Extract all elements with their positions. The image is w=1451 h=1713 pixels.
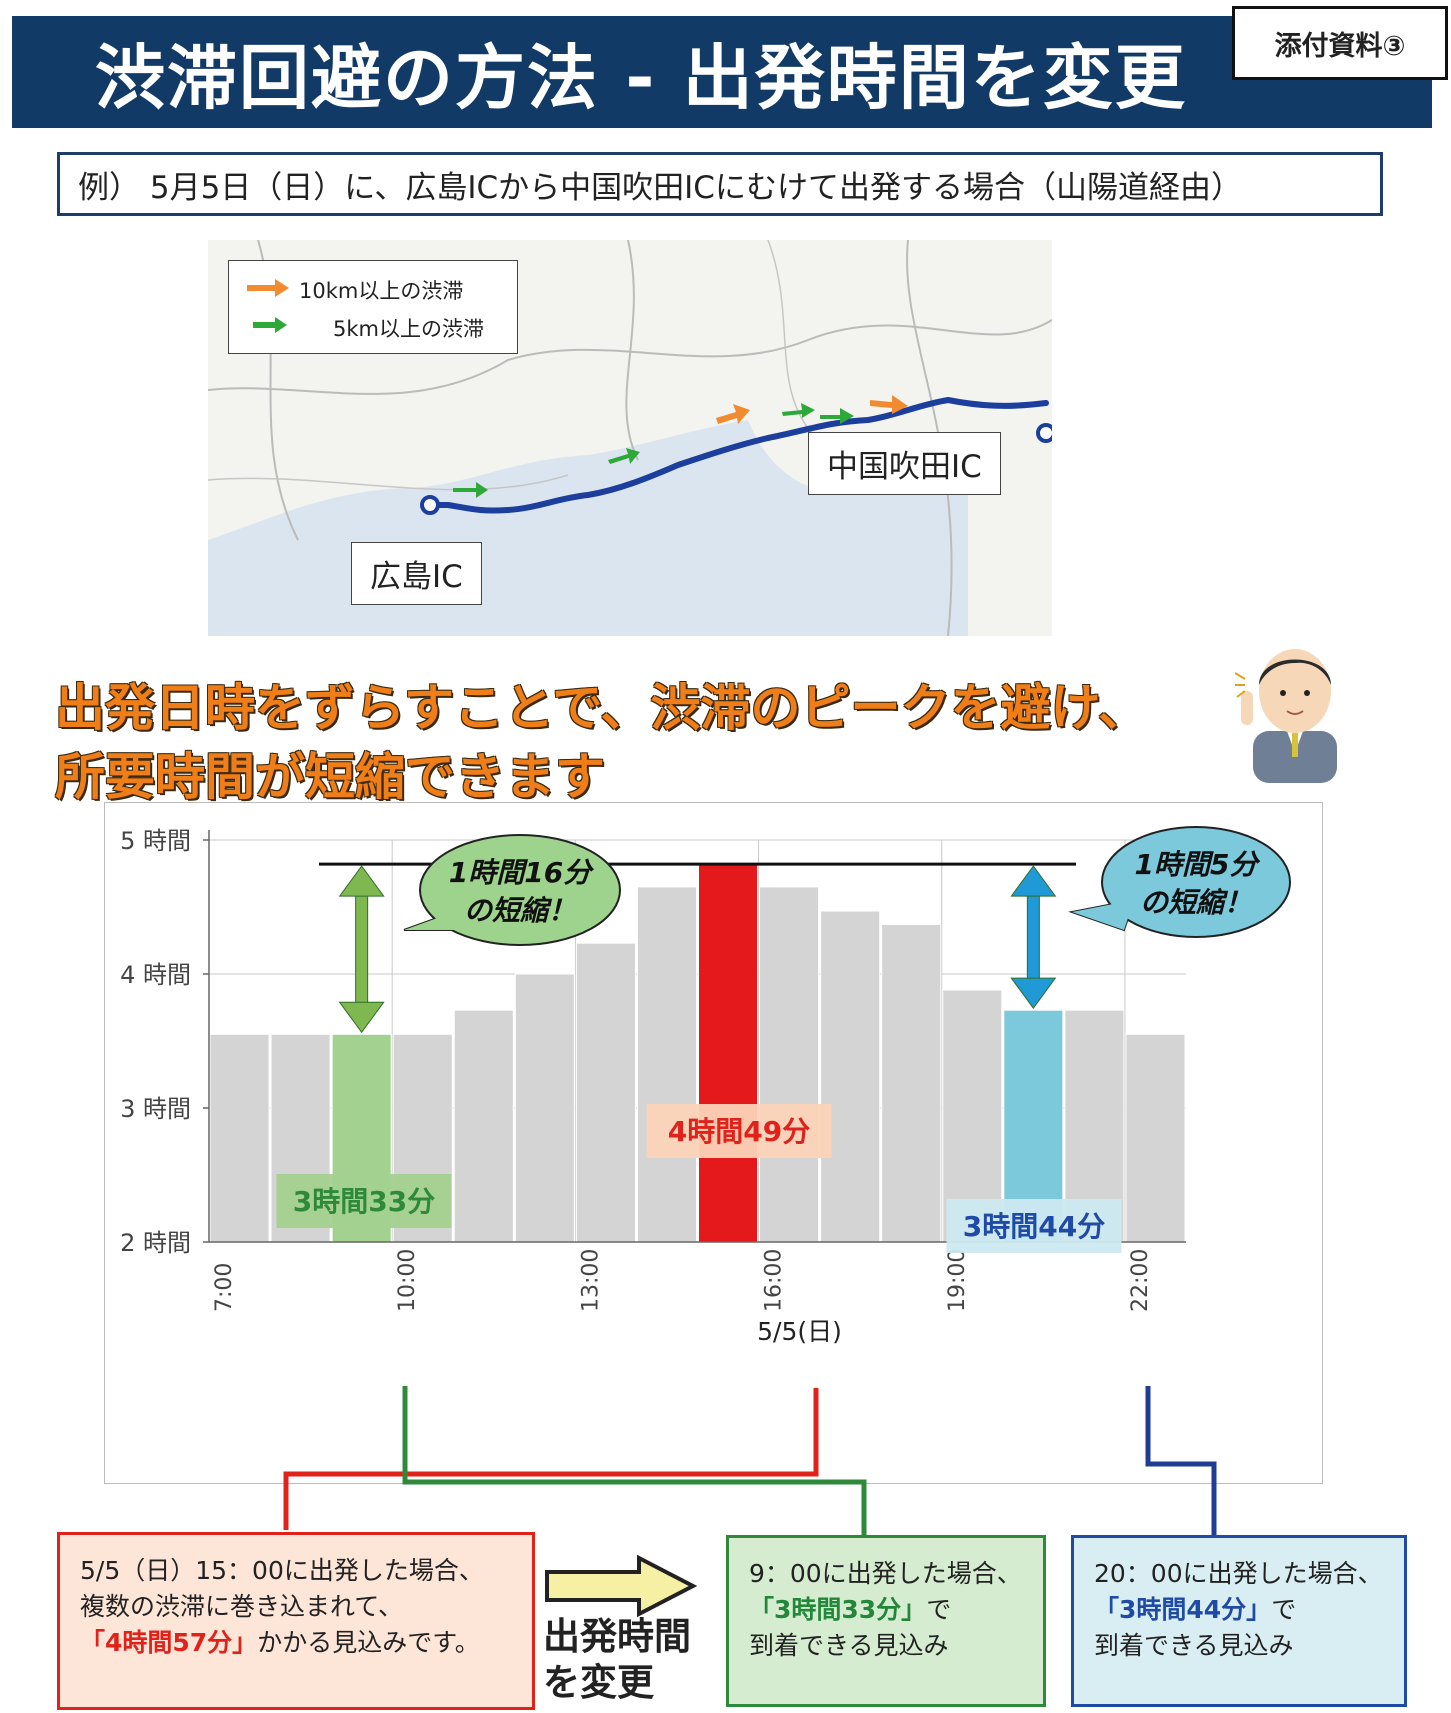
callout-9am-tail-fill (404, 912, 474, 930)
bar-1600 (759, 886, 820, 1243)
jam-arrow-5km (453, 482, 488, 498)
connector-lines (283, 1386, 1217, 1535)
value-label-bg (646, 1104, 832, 1158)
orange-arrow-icon (247, 279, 289, 297)
businessman-pointing-icon (1235, 649, 1337, 783)
travel-time-chart: 5 時間 4 時間 3 時間 2 時間 7:00 10:00 13:00 16:00 19:00… (120, 826, 1291, 1346)
green-arrow-icon (253, 317, 287, 333)
right-arrow-icon (545, 1554, 698, 1618)
x-axis-label: 5/5(日) (757, 1317, 842, 1346)
peak-duration: 「4時間57分」 (80, 1628, 258, 1657)
attachment-tag: 添付資料③ (1232, 6, 1448, 80)
legend-label-5km: 5km以上の渋滞 (333, 317, 484, 341)
info-box-9am: 9：00に出発した場合、 「3時間33分」で 到着できる見込み (726, 1535, 1046, 1707)
change-line-1: 出発時間 (543, 1615, 691, 1658)
title-bar (12, 16, 1432, 128)
bar-2200 (1125, 1033, 1186, 1243)
callout-9am-line-1: 1時間16分 (449, 856, 594, 889)
blue-duration: 「3時間44分」 (1094, 1595, 1272, 1624)
info-box-8pm: 20：00に出発した場合、 「3時間44分」で 到着できる見込み (1071, 1535, 1407, 1707)
change-line-2: を変更 (543, 1661, 654, 1704)
shortening-arrow-8pm-head-up (1010, 865, 1057, 897)
callout-8pm-line-2: の短縮！ (1140, 886, 1252, 919)
shortening-arrow-9am-shaft (355, 891, 369, 1007)
legend-label-10km: 10km以上の渋滞 (299, 279, 464, 303)
callout-9am-body (419, 834, 621, 946)
bar-1300 (575, 942, 636, 1243)
shortening-arrow-9am-head-up (338, 865, 385, 897)
shortening-arrow-8pm-head-down (1010, 977, 1057, 1010)
headline-line-1: 出発日時をずらすことで、渋滞のピークを避け、 (55, 679, 1148, 737)
connector-green (402, 1386, 867, 1535)
origin-label: 広島IC (351, 542, 482, 605)
route-line (427, 397, 1049, 514)
jam-arrow-5km (820, 408, 854, 424)
bar-700 (209, 1033, 270, 1243)
value-label: 3時間44分 (963, 1210, 1105, 1243)
bar-1200 (514, 973, 575, 1243)
jam-arrow-5km (782, 403, 815, 418)
connector-blue (1145, 1386, 1217, 1535)
callout-8pm-tail-fill (1072, 900, 1134, 930)
example-box: 例） 5月5日（日）に、広島ICから中国吹田ICにむけて出発する場合（山陽道経由… (57, 152, 1383, 216)
jam-arrow-5km (608, 448, 640, 464)
jam-arrow-10km (870, 395, 908, 414)
bar-1100 (453, 1009, 514, 1243)
shortening-arrow-8pm (1010, 865, 1057, 1010)
page-title: 渋滞回避の方法 - 出発時間を変更 (95, 37, 1187, 119)
blue-line-1: 20：00に出発した場合、 (1094, 1559, 1383, 1588)
congestion-arrows (453, 395, 908, 498)
x-tick-label: 7:00 (212, 1263, 237, 1312)
callout-8pm-line-1: 1時間5分 (1135, 848, 1261, 881)
y-tick-label: 3 時間 (120, 1095, 191, 1123)
bar-1800 (881, 923, 942, 1243)
connector-red (283, 1388, 819, 1530)
peak-line-1: 5/5（日）15：00に出発した場合、 (80, 1556, 484, 1585)
route-map: 10km以上の渋滞 5km以上の渋滞 広島IC 中国吹田IC (208, 240, 1052, 636)
change-departure-label: 出発時間 を変更 (543, 1614, 691, 1706)
example-text: 例） 5月5日（日）に、広島ICから中国吹田ICにむけて出発する場合（山陽道経由… (78, 169, 1242, 206)
y-tick-label: 4 時間 (120, 961, 191, 989)
bar-1500 (698, 863, 759, 1243)
green-line-3: 到着できる見込み (749, 1631, 949, 1660)
shortening-arrow-9am-head-down (338, 1001, 385, 1034)
blue-line-3: 到着できる見込み (1094, 1631, 1294, 1660)
bar-1400 (636, 886, 697, 1243)
destination-label: 中国吹田IC (808, 432, 1001, 495)
peak-line-3: かかる見込みです。 (257, 1628, 480, 1657)
shortening-arrow-9am (338, 865, 385, 1034)
destination-marker (1036, 423, 1052, 443)
callout-9am-line-2: の短縮！ (464, 894, 576, 927)
headline-line-2: 所要時間が短縮できます (55, 748, 605, 806)
x-tick-label: 22:00 (1128, 1249, 1153, 1312)
peak-line-2: 複数の渋滞に巻き込まれて、 (80, 1592, 404, 1621)
green-duration: 「3時間33分」 (749, 1595, 927, 1624)
bar-1700 (820, 910, 881, 1243)
value-label-bg (276, 1174, 452, 1228)
value-label-bg (946, 1199, 1122, 1253)
x-tick-label: 19:00 (945, 1249, 970, 1312)
callout-8pm-body (1101, 826, 1291, 938)
x-tick-label: 13:00 (578, 1249, 603, 1312)
y-tick-label: 2 時間 (120, 1229, 191, 1257)
info-box-peak: 5/5（日）15：00に出発した場合、 複数の渋滞に巻き込まれて、 「4時間57… (57, 1532, 535, 1710)
blue-line-2: で (1271, 1595, 1297, 1624)
map-legend: 10km以上の渋滞 5km以上の渋滞 (228, 260, 518, 354)
shortening-arrow-8pm-shaft (1026, 891, 1040, 983)
green-line-1: 9：00に出発した場合、 (749, 1559, 1022, 1588)
value-label: 4時間49分 (668, 1115, 810, 1148)
green-line-2: で (926, 1595, 952, 1624)
value-label: 3時間33分 (293, 1185, 435, 1218)
x-tick-label: 16:00 (762, 1249, 787, 1312)
x-tick-label: 10:00 (395, 1249, 420, 1312)
axis-layer: 5 時間 4 時間 3 時間 2 時間 7:00 10:00 13:00 16:00 19:00… (120, 827, 1186, 1346)
origin-marker (420, 495, 440, 515)
jam-arrow-10km (716, 404, 750, 424)
y-tick-label: 5 時間 (120, 827, 191, 855)
bars-layer (209, 863, 1186, 1243)
